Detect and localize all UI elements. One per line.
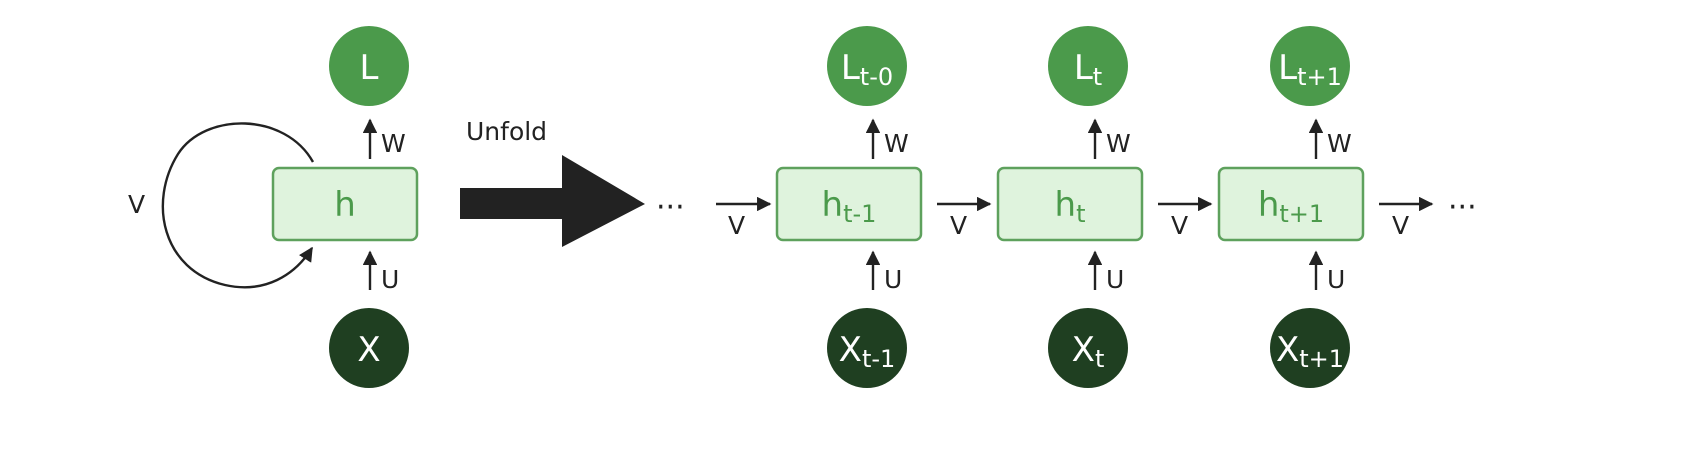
step2-hidden-box (996, 166, 1144, 242)
folded-rnn: L W h U X V (128, 26, 419, 388)
step1-hidden-label: ht-1 (822, 185, 877, 228)
folded-v-label: V (128, 190, 145, 219)
folded-hidden-box (271, 166, 419, 242)
step3-u-label: U (1327, 265, 1345, 294)
folded-hidden-label: h (334, 185, 356, 225)
step3-hidden-box (1217, 166, 1365, 242)
step3-output-node (1270, 26, 1350, 106)
time-step-3: Lt+1 W ht+1 U Xt+1 (1217, 26, 1365, 388)
v-label-2-3: V (1171, 211, 1188, 240)
step1-input-label: Xt-1 (839, 330, 896, 373)
step3-output-label: Lt+1 (1278, 48, 1342, 91)
trailing-ellipsis: ··· (1448, 190, 1477, 225)
step1-output-label: Lt-0 (841, 48, 893, 91)
leading-ellipsis: ··· (656, 190, 685, 225)
step3-input-node (1270, 308, 1350, 388)
time-step-1: Lt-0 W ht-1 U Xt-1 (775, 26, 923, 388)
step2-output-label: Lt (1074, 48, 1102, 91)
folded-output-node (329, 26, 409, 106)
folded-w-label: W (381, 129, 406, 158)
time-step-2: Lt W ht U Xt (996, 26, 1144, 388)
folded-input-label: X (357, 330, 380, 370)
step1-u-label: U (884, 265, 902, 294)
step3-w-label: W (1327, 129, 1352, 158)
step1-hidden-box (775, 166, 923, 242)
step3-input-label: Xt+1 (1276, 330, 1344, 373)
v-label-1-2: V (950, 211, 967, 240)
v-label-out: V (1392, 211, 1409, 240)
unfold-arrow (460, 155, 645, 247)
step2-input-node (1048, 308, 1128, 388)
folded-output-label: L (360, 48, 379, 88)
unfolded-rnn: ··· V Lt-0 W ht-1 U Xt-1 V Lt W ht U (656, 26, 1477, 388)
step1-w-label: W (884, 129, 909, 158)
step2-input-label: Xt (1072, 330, 1105, 373)
step2-u-label: U (1106, 265, 1124, 294)
folded-input-node (329, 308, 409, 388)
v-label-in: V (728, 211, 745, 240)
folded-recurrent-loop (161, 122, 315, 289)
folded-u-label: U (381, 265, 399, 294)
unfold-transition: Unfold (460, 117, 645, 247)
unfold-label: Unfold (466, 117, 547, 146)
step3-hidden-label: ht+1 (1258, 185, 1324, 228)
step2-hidden-label: ht (1055, 185, 1086, 228)
step2-output-node (1048, 26, 1128, 106)
step1-output-node (827, 26, 907, 106)
step2-w-label: W (1106, 129, 1131, 158)
step1-input-node (827, 308, 907, 388)
